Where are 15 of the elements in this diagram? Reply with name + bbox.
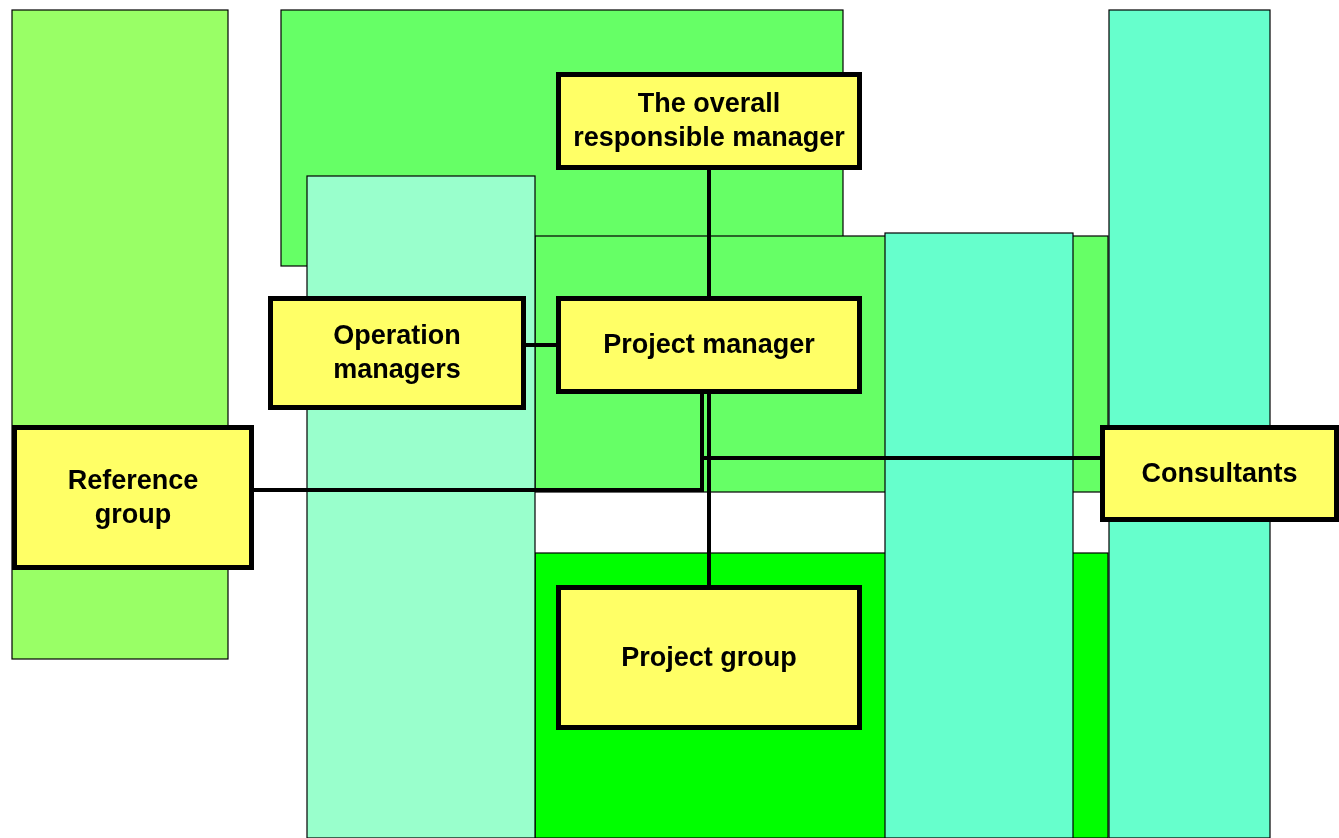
node-label: Project manager [602,328,816,362]
node-label: Consultants [1140,456,1299,490]
role-box [556,72,862,170]
role-box [1100,425,1339,522]
connector-line [526,343,556,347]
node-label: The overall responsible manager [572,87,846,154]
connector-line [707,394,711,585]
node-label: Project group [620,640,798,674]
role-box [556,296,862,394]
node-label: Operation managers [332,319,462,386]
role-box [268,296,526,410]
role-box [556,585,862,730]
role-box [12,425,254,570]
connector-line [707,170,711,296]
node-label: Reference group [66,463,200,531]
